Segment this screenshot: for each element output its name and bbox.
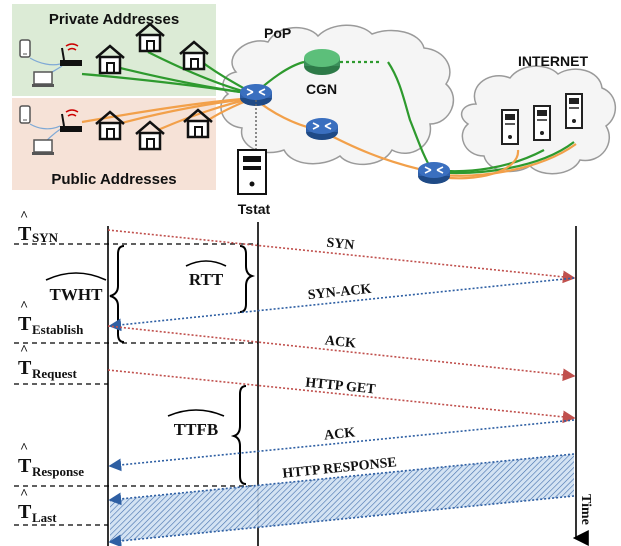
svg-text:Establish: Establish [32,322,84,337]
svg-text:Request: Request [32,366,77,381]
rtt-brace [239,245,256,313]
svg-text:^: ^ [20,209,28,224]
ack-back-arrow [108,419,575,472]
internet-label: INTERNET [518,53,588,69]
phone-icon [19,39,31,58]
svg-text:^: ^ [20,487,28,502]
braces [109,245,256,485]
pop-router-icon [239,83,273,107]
cgn-router-icon [304,49,340,75]
message-arrows [107,229,576,472]
ack-arrow [107,325,576,382]
syn-ack-arrow [108,277,575,332]
timestamp-guides [14,243,258,526]
router-icon [305,117,339,141]
edge-router-icon [417,161,451,185]
svg-text:^: ^ [20,299,28,314]
ttfb-label: TTFB [174,420,218,439]
time-axis-label: Time [578,494,593,525]
ttfb-brace [230,385,247,485]
http-get-label: HTTP GET [305,375,377,397]
ack-label: ACK [324,333,357,351]
tstat-probe-icon [237,100,267,195]
server-icon [533,105,551,141]
svg-text:Last: Last [32,510,57,525]
cgn-label: CGN [306,81,337,97]
laptop-icon [31,139,55,156]
twht-brace [109,245,125,343]
t-request-label: T ^ Request [18,343,77,381]
t-syn-sub: SYN [32,230,59,245]
rtt-label: RTT [189,270,224,289]
server-icon [565,93,583,129]
private-addresses-label: Private Addresses [49,11,179,28]
t-establish-label: T ^ Establish [18,299,84,337]
message-labels: SYN SYN-ACK ACK HTTP GET ACK HTTP RESPON… [282,236,398,482]
timestamp-labels: T ^ SYN T ^ Establish T ^ Request T ^ Re… [18,209,84,525]
tstat-label: Tstat [238,201,271,217]
phone-icon [19,105,31,124]
http-response-band [108,453,575,546]
svg-text:T: T [18,455,32,477]
ack-back-label: ACK [323,425,356,443]
syn-ack-label: SYN-ACK [307,282,372,303]
t-response-label: T ^ Response [18,441,84,479]
t-last-label: T ^ Last [18,487,57,525]
pop-cloud [220,24,455,166]
pop-label: PoP [264,25,291,41]
svg-text:^: ^ [20,441,28,456]
twht-label: TWHT [50,285,104,304]
syn-label: SYN [326,236,355,254]
server-icon [501,109,519,145]
public-addresses-label: Public Addresses [51,171,176,188]
t-syn-base: T [18,223,32,245]
laptop-icon [31,71,55,88]
svg-text:T: T [18,501,32,523]
wifi-router-icon [60,43,82,66]
svg-text:T: T [18,357,32,379]
wifi-router-icon [60,109,82,132]
svg-text:^: ^ [20,343,28,358]
svg-text:Response: Response [32,464,84,479]
t-syn-label: T ^ SYN [18,209,59,245]
svg-text:T: T [18,313,32,335]
